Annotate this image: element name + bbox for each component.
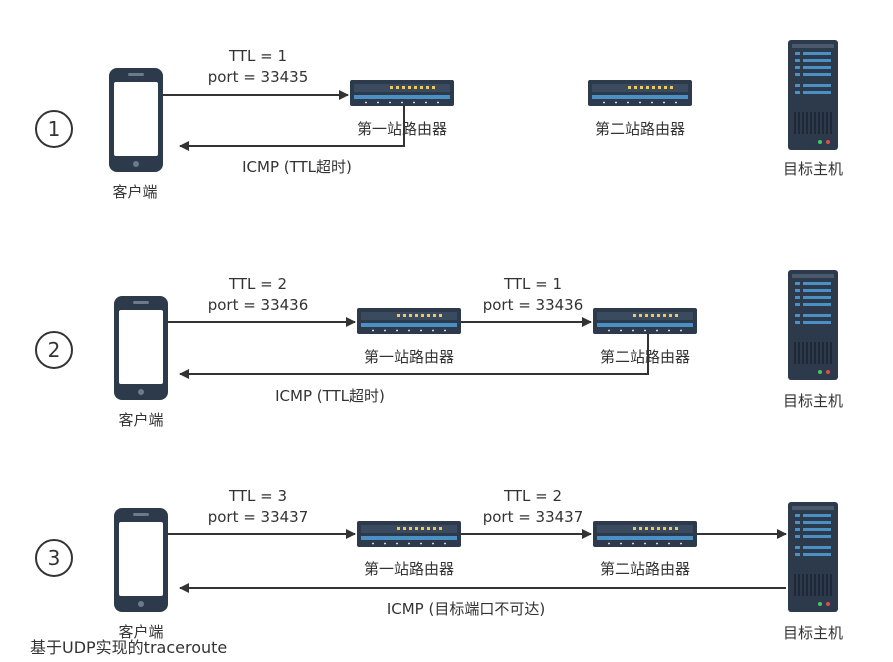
step-1-marker: 1 [35, 110, 73, 148]
server-icon [788, 502, 838, 612]
router1-label: 第一站路由器 [357, 120, 447, 138]
target-label: 目标主机 [783, 160, 843, 178]
reply-label: ICMP (目标端口不可达) [387, 600, 545, 618]
client-label: 客户端 [118, 623, 163, 641]
router-icon [593, 521, 697, 547]
hop1-ttl: TTL = 1 [228, 47, 287, 65]
router1-label: 第一站路由器 [364, 348, 454, 366]
router-icon [588, 80, 692, 106]
reply-label: ICMP (TTL超时) [242, 158, 352, 176]
hop1-ttl: TTL = 3 [228, 487, 287, 505]
router-icon [593, 308, 697, 334]
client-label: 客户端 [112, 183, 157, 201]
hop1-port: port = 33435 [208, 68, 309, 86]
phone-icon [114, 508, 168, 612]
step-2-marker: 2 [35, 331, 73, 369]
hop2-ttl: TTL = 1 [503, 275, 562, 293]
row-3: 3 第一站路由器 第二站路由器 目标主机 TTL = 3 port = 3343… [35, 487, 843, 642]
router1-label: 第一站路由器 [364, 560, 454, 578]
server-icon [788, 40, 838, 150]
step-number: 1 [48, 117, 61, 141]
row-1: 1 客户端 第一站路由器 第二站路由器 目标主机 TTL = 1 port = … [35, 40, 843, 201]
row-2: 2 客户端 第一站路由器 第二站路由器 目标主机 TTL = 2 port = … [35, 270, 843, 429]
router-icon [350, 80, 454, 106]
step-number: 3 [48, 546, 61, 570]
step-number: 2 [48, 338, 61, 362]
hop1-ttl: TTL = 2 [228, 275, 287, 293]
arrow-left-icon [179, 334, 649, 379]
hop2-port: port = 33436 [483, 296, 584, 314]
figure-caption: 基于UDP实现的traceroute [30, 638, 228, 657]
reply-label: ICMP (TTL超时) [275, 387, 385, 405]
target-label: 目标主机 [783, 392, 843, 410]
hop1-port: port = 33437 [208, 508, 309, 526]
router2-label: 第二站路由器 [595, 120, 685, 138]
server-icon [788, 270, 838, 380]
router-icon [357, 308, 461, 334]
target-label: 目标主机 [783, 624, 843, 642]
hop1-port: port = 33436 [208, 296, 309, 314]
client-label: 客户端 [118, 411, 163, 429]
phone-icon [109, 68, 163, 172]
arrow-left-icon [179, 106, 405, 151]
router2-label: 第二站路由器 [600, 348, 690, 366]
phone-icon [114, 296, 168, 400]
router2-label: 第二站路由器 [600, 560, 690, 578]
hop2-port: port = 33437 [483, 508, 584, 526]
step-3-marker: 3 [35, 539, 73, 577]
router-icon [357, 521, 461, 547]
hop2-ttl: TTL = 2 [503, 487, 562, 505]
